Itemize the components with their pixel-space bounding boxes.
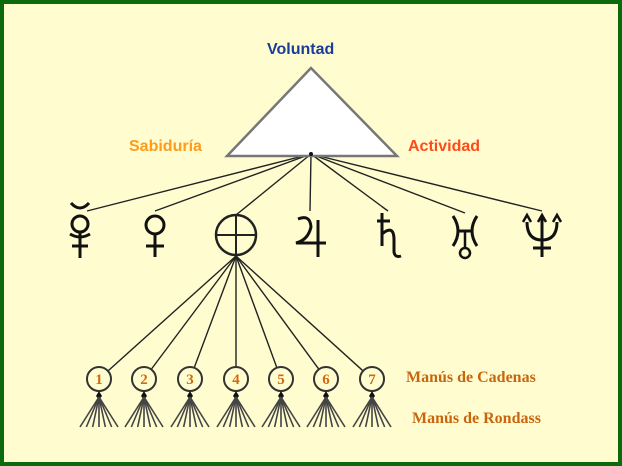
rounds-fan bbox=[352, 391, 392, 428]
mercury-symbol-icon: ☿ bbox=[69, 201, 91, 258]
chain-manus: 1 2 3 4 5 6 7 bbox=[79, 366, 392, 428]
line-to-chain-1 bbox=[107, 255, 237, 372]
chain-manu-6: 6 bbox=[306, 366, 346, 428]
line-to-neptune bbox=[310, 153, 543, 212]
label-actividad: Actividad bbox=[408, 138, 481, 155]
rounds-fan bbox=[170, 391, 210, 428]
rounds-fan bbox=[124, 391, 164, 428]
triangle-to-planet-lines bbox=[86, 153, 543, 216]
rounds-fan bbox=[216, 391, 256, 428]
triangle-node bbox=[309, 152, 313, 156]
line-to-jupiter bbox=[309, 153, 312, 212]
chain-number: 2 bbox=[140, 372, 148, 388]
chain-manu-3: 3 bbox=[170, 366, 210, 428]
rounds-fan bbox=[261, 391, 301, 428]
earth-to-chain-lines bbox=[107, 255, 364, 372]
line-to-chain-3 bbox=[193, 255, 237, 369]
line-to-chain-2 bbox=[150, 255, 237, 370]
line-to-uranus bbox=[310, 153, 466, 214]
rounds-fan bbox=[306, 391, 346, 428]
line-to-mercury bbox=[86, 153, 312, 212]
chain-manu-2: 2 bbox=[124, 366, 164, 428]
venus-symbol-icon: ♀ bbox=[144, 214, 166, 257]
line-to-earth bbox=[235, 153, 312, 216]
label-sabiduria: Sabiduría bbox=[129, 138, 202, 155]
label-voluntad: Voluntad bbox=[267, 41, 335, 58]
line-to-chain-5 bbox=[235, 255, 278, 368]
line-to-venus bbox=[154, 153, 312, 212]
trinity-triangle bbox=[224, 66, 400, 158]
neptune-symbol-icon: ♆ bbox=[521, 212, 563, 257]
label-manus-rondas: Manús de Rondass bbox=[412, 410, 541, 427]
chain-manu-1: 1 bbox=[79, 366, 119, 428]
line-to-saturn bbox=[310, 153, 389, 212]
rounds-fan bbox=[79, 391, 119, 428]
uranus-symbol-icon: ♅ bbox=[451, 215, 479, 260]
chain-number: 3 bbox=[186, 372, 194, 388]
earth-symbol-icon: ⊕ bbox=[214, 213, 258, 257]
chain-number: 6 bbox=[322, 372, 330, 388]
chain-number: 7 bbox=[368, 372, 376, 388]
line-to-chain-6 bbox=[235, 255, 320, 370]
planet-symbols: ☿ ♀ ⊕ ♃ ♄ ♅ ♆ bbox=[69, 201, 563, 260]
line-to-chain-7 bbox=[235, 255, 364, 372]
jupiter-symbol-icon: ♃ bbox=[295, 216, 326, 257]
chain-number: 1 bbox=[95, 372, 103, 388]
label-manus-cadenas: Manús de Cadenas bbox=[406, 369, 536, 386]
chain-manu-4: 4 bbox=[216, 366, 256, 428]
chain-manu-7: 7 bbox=[352, 366, 392, 428]
chain-number: 5 bbox=[277, 372, 285, 388]
chain-number: 4 bbox=[232, 372, 240, 388]
saturn-symbol-icon: ♄ bbox=[377, 213, 402, 258]
chain-manu-5: 5 bbox=[261, 366, 301, 428]
